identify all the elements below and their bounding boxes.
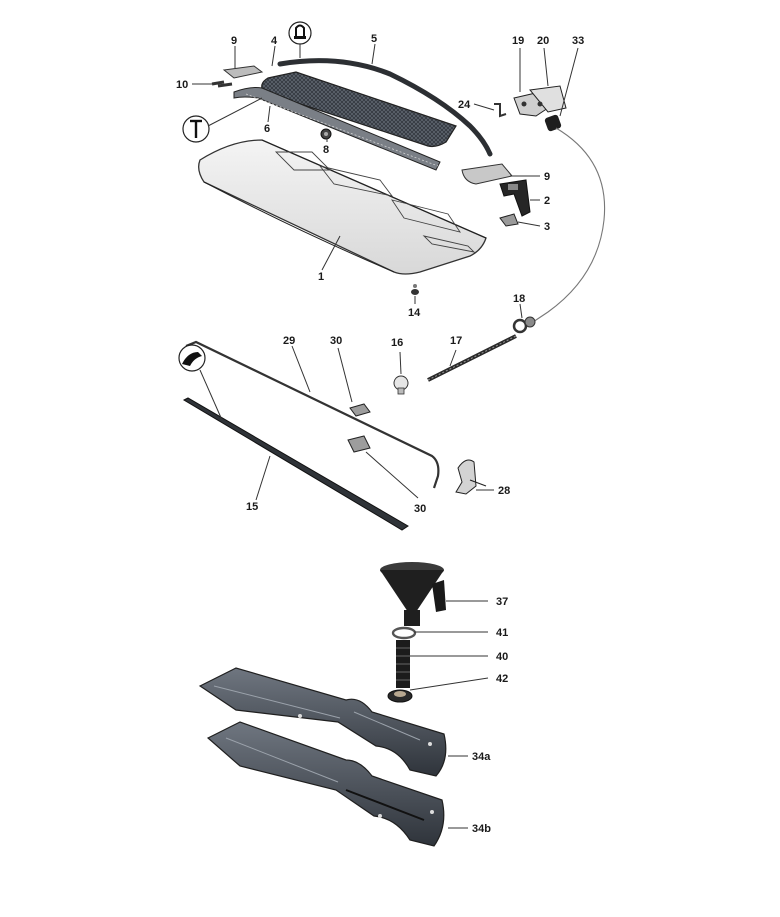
callout-33: 33 (572, 35, 584, 47)
callout-41: 41 (496, 627, 508, 639)
callout-2: 2 (544, 195, 550, 207)
callout-8: 8 (323, 144, 329, 156)
screw-detail-icon (182, 115, 210, 143)
callout-1: 1 (318, 271, 324, 283)
rubber-seal-part-5 (277, 58, 493, 157)
callout-14: 14 (408, 307, 421, 319)
leader-lines (192, 43, 579, 829)
pin-part-24 (494, 103, 507, 118)
nut-washer-part-18 (512, 316, 536, 334)
callout-9-lower: 9 (544, 171, 550, 183)
nut-part-8 (320, 128, 332, 140)
release-cable-part-33 (529, 114, 606, 325)
callout-labels: 9 4 5 10 6 8 24 19 20 33 9 2 3 1 14 18 1… (176, 33, 584, 835)
vent-grille (261, 71, 457, 148)
tray-part-34b (206, 721, 445, 847)
callout-42: 42 (496, 673, 508, 685)
knob-part-16 (393, 375, 409, 395)
callout-40: 40 (496, 651, 508, 663)
callout-24: 24 (458, 99, 471, 111)
tray-part-34a (198, 667, 447, 777)
callout-5: 5 (371, 33, 377, 45)
callout-15: 15 (246, 501, 258, 513)
seal-section-detail-icon (178, 344, 206, 372)
bracket-part-2 (499, 179, 531, 217)
seal-strip-part-6 (233, 87, 441, 171)
release-rod-part-17 (427, 334, 517, 382)
grommet-part-42 (387, 689, 413, 703)
engine-lid-part-1 (198, 139, 487, 275)
callout-18: 18 (513, 293, 525, 305)
callout-3: 3 (544, 221, 550, 233)
callout-16: 16 (391, 337, 403, 349)
funnel-part-37 (380, 562, 446, 626)
grommet-part-14 (411, 284, 419, 295)
callout-29: 29 (283, 335, 295, 347)
hose-part-40 (396, 640, 410, 688)
screws-part-10 (211, 80, 233, 88)
callout-9-upper: 9 (231, 35, 237, 47)
callout-17: 17 (450, 335, 462, 347)
clip-part-30-lower (347, 435, 371, 453)
clip-part-3 (499, 213, 519, 227)
callout-30-upper: 30 (330, 335, 342, 347)
seal-strip-part-15 (182, 397, 409, 531)
clip-detail-icon (288, 21, 312, 45)
callout-6: 6 (264, 123, 270, 135)
clip-part-30-upper (349, 403, 371, 417)
clamp-part-41 (391, 626, 417, 640)
callout-34b: 34b (472, 823, 491, 835)
support-rod-part-29 (185, 340, 440, 489)
hinge-bracket-part-28 (455, 459, 487, 495)
callout-19: 19 (512, 35, 524, 47)
callout-30-lower: 30 (414, 503, 426, 515)
cover-plate-part-9-upper (222, 65, 264, 79)
callout-4: 4 (271, 35, 278, 47)
callout-20: 20 (537, 35, 549, 47)
callout-10: 10 (176, 79, 188, 91)
callout-37: 37 (496, 596, 508, 608)
cover-plate-part-9-lower (461, 163, 513, 185)
callout-34a: 34a (472, 751, 491, 763)
latch-assembly-part-19-20 (513, 85, 567, 117)
callout-28: 28 (498, 485, 510, 497)
